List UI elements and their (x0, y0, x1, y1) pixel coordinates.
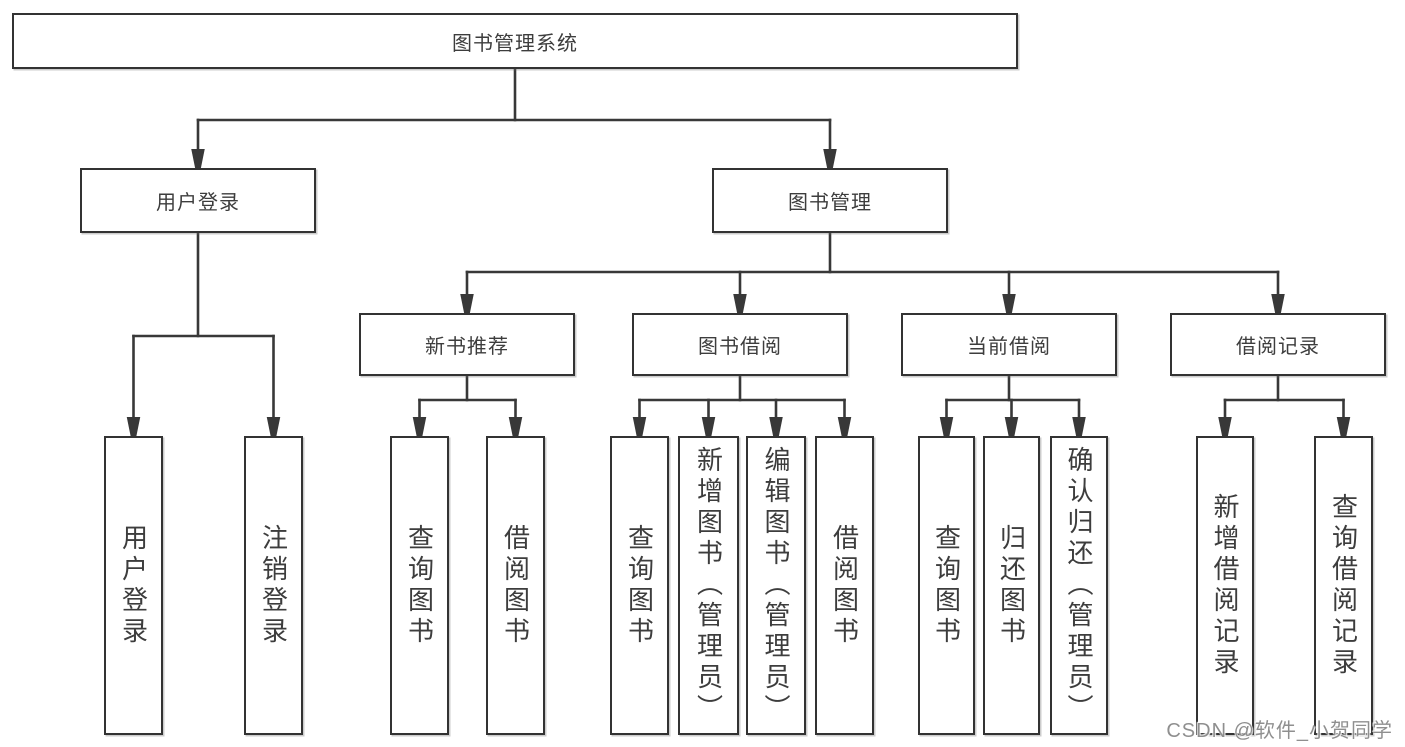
node-leaf-confirm-return: 确认归还（管理员） (1050, 436, 1108, 735)
node-leaf-borrow-book-rec: 借阅图书 (486, 436, 545, 735)
arrowhead-icon (412, 417, 427, 438)
node-branch-book-management: 图书管理 (712, 168, 948, 233)
node-label-leaf-query-book-rec: 查询图书 (404, 523, 435, 648)
node-label-root-system: 图书管理系统 (452, 32, 578, 55)
arrowhead-icon (632, 417, 647, 438)
node-label-leaf-add-book-admin: 新增图书（管理员） (693, 446, 724, 725)
arrowhead-icon (1271, 294, 1285, 315)
node-label-leaf-user-login: 用户登录 (118, 523, 149, 648)
node-leaf-query-borrow-record: 查询借阅记录 (1314, 436, 1373, 735)
arrowhead-icon (126, 417, 141, 438)
node-leaf-return-book: 归还图书 (983, 436, 1040, 735)
arrowhead-icon (1218, 417, 1232, 438)
node-label-leaf-query-book-borrow: 查询图书 (624, 523, 655, 648)
node-label-leaf-query-borrow-record: 查询借阅记录 (1328, 492, 1359, 679)
node-label-branch-book-borrow: 图书借阅 (698, 336, 782, 358)
node-branch-current-borrow: 当前借阅 (901, 313, 1117, 376)
arrowhead-icon (769, 417, 783, 438)
arrowhead-icon (191, 149, 205, 170)
node-label-leaf-confirm-return: 确认归还（管理员） (1064, 446, 1094, 725)
node-label-leaf-return-book: 归还图书 (996, 523, 1027, 648)
node-root-system: 图书管理系统 (12, 13, 1018, 69)
node-leaf-add-borrow-record: 新增借阅记录 (1196, 436, 1254, 735)
arrowhead-icon (508, 417, 523, 438)
node-label-branch-borrow-records: 借阅记录 (1236, 336, 1320, 358)
arrowhead-icon (1002, 294, 1016, 315)
arrowhead-icon (1072, 417, 1086, 438)
node-label-branch-book-management: 图书管理 (788, 192, 872, 214)
arrowhead-icon (1336, 417, 1351, 438)
node-label-leaf-borrow-book-rec: 借阅图书 (500, 523, 531, 648)
arrowhead-icon (460, 294, 474, 315)
node-label-branch-new-book-rec: 新书推荐 (425, 336, 509, 358)
arrowhead-icon (1004, 417, 1019, 438)
arrowhead-icon (837, 417, 852, 438)
watermark: CSDN @软件_小贺同学 (1166, 720, 1393, 742)
arrowhead-icon (733, 294, 747, 315)
node-leaf-add-book-admin: 新增图书（管理员） (678, 436, 739, 735)
arrowhead-icon (823, 149, 837, 170)
node-label-branch-current-borrow: 当前借阅 (967, 336, 1051, 358)
node-branch-user-login: 用户登录 (80, 168, 316, 233)
node-leaf-query-book-rec: 查询图书 (390, 436, 449, 735)
node-leaf-user-login: 用户登录 (104, 436, 163, 735)
arrowhead-icon (266, 417, 281, 438)
node-label-leaf-edit-book-admin: 编辑图书（管理员） (761, 446, 791, 725)
node-branch-borrow-records: 借阅记录 (1170, 313, 1386, 376)
node-leaf-borrow-book-2: 借阅图书 (815, 436, 874, 735)
node-branch-new-book-rec: 新书推荐 (359, 313, 575, 376)
node-label-branch-user-login: 用户登录 (156, 192, 240, 214)
arrowhead-icon (701, 417, 716, 438)
node-label-leaf-borrow-book-2: 借阅图书 (829, 523, 860, 648)
node-leaf-logout: 注销登录 (244, 436, 303, 735)
node-branch-book-borrow: 图书借阅 (632, 313, 848, 376)
node-leaf-query-book-current: 查询图书 (918, 436, 975, 735)
node-label-leaf-add-borrow-record: 新增借阅记录 (1210, 492, 1240, 679)
node-leaf-edit-book-admin: 编辑图书（管理员） (746, 436, 806, 735)
node-leaf-query-book-borrow: 查询图书 (610, 436, 669, 735)
arrowhead-icon (939, 417, 954, 438)
node-label-leaf-query-book-current: 查询图书 (931, 523, 962, 648)
node-label-leaf-logout: 注销登录 (258, 523, 289, 648)
